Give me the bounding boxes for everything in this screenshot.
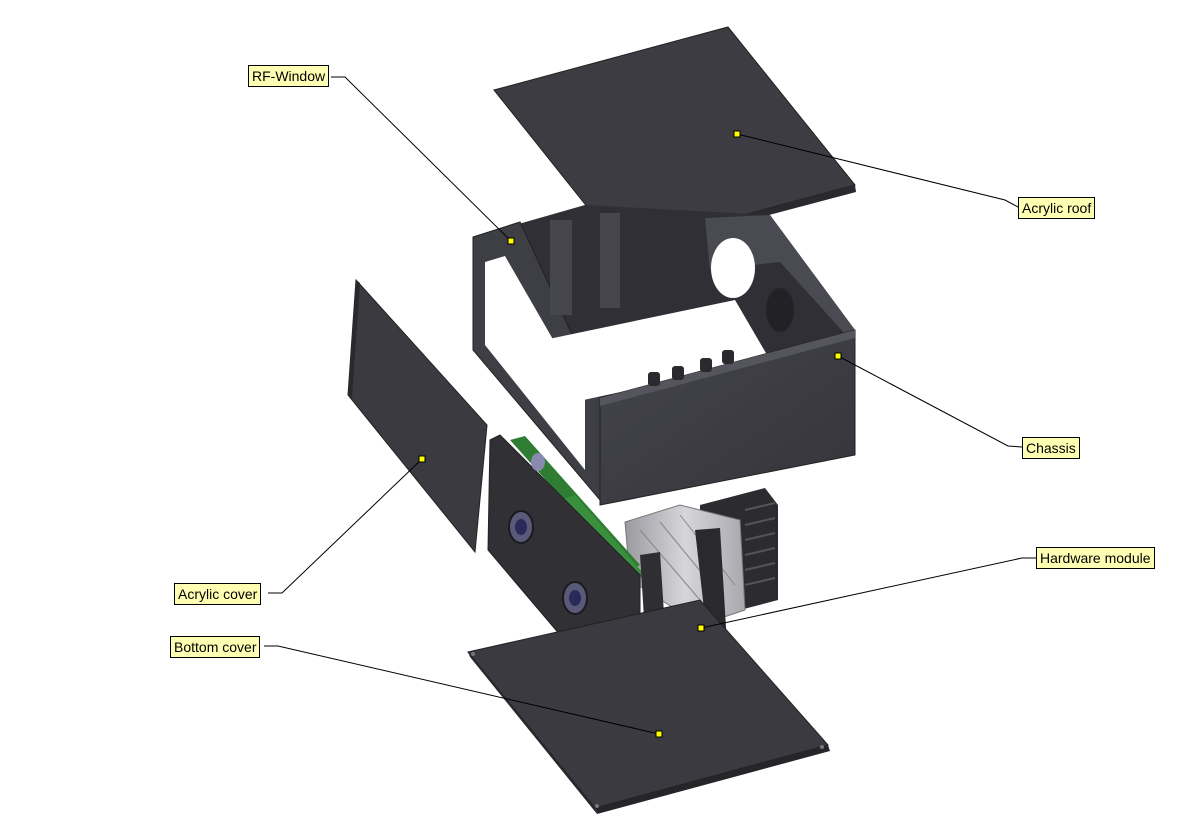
rf-window-leader bbox=[331, 76, 512, 242]
chassis-label: Chassis bbox=[1022, 437, 1080, 459]
leader-lines bbox=[264, 76, 1036, 735]
chassis-leader bbox=[837, 355, 1023, 448]
bottom-cover-label: Bottom cover bbox=[170, 636, 261, 658]
bottom-cover-part bbox=[467, 599, 830, 814]
acrylic-cover-leader bbox=[268, 458, 423, 594]
bottom-cover-leader bbox=[264, 645, 660, 735]
acrylic-cover-marker bbox=[418, 455, 426, 463]
rf-window-label: RF-Window bbox=[248, 65, 330, 87]
hardware-module-leader bbox=[700, 557, 1036, 629]
acrylic-roof-label: Acrylic roof bbox=[1018, 197, 1096, 219]
acrylic-roof-marker bbox=[733, 130, 741, 138]
chassis-marker bbox=[834, 352, 842, 360]
acrylic-cover-part bbox=[347, 278, 488, 554]
rf-window-marker bbox=[507, 237, 515, 245]
hardware-module-part bbox=[487, 434, 778, 683]
acrylic-cover-label: Acrylic cover bbox=[174, 583, 262, 605]
acrylic-roof-leader bbox=[736, 133, 1019, 208]
hardware-module-marker bbox=[697, 624, 705, 632]
bottom-cover-marker bbox=[655, 730, 663, 738]
callout-markers bbox=[418, 130, 842, 738]
chassis-part bbox=[472, 205, 856, 506]
hardware-module-label: Hardware module bbox=[1036, 547, 1155, 569]
